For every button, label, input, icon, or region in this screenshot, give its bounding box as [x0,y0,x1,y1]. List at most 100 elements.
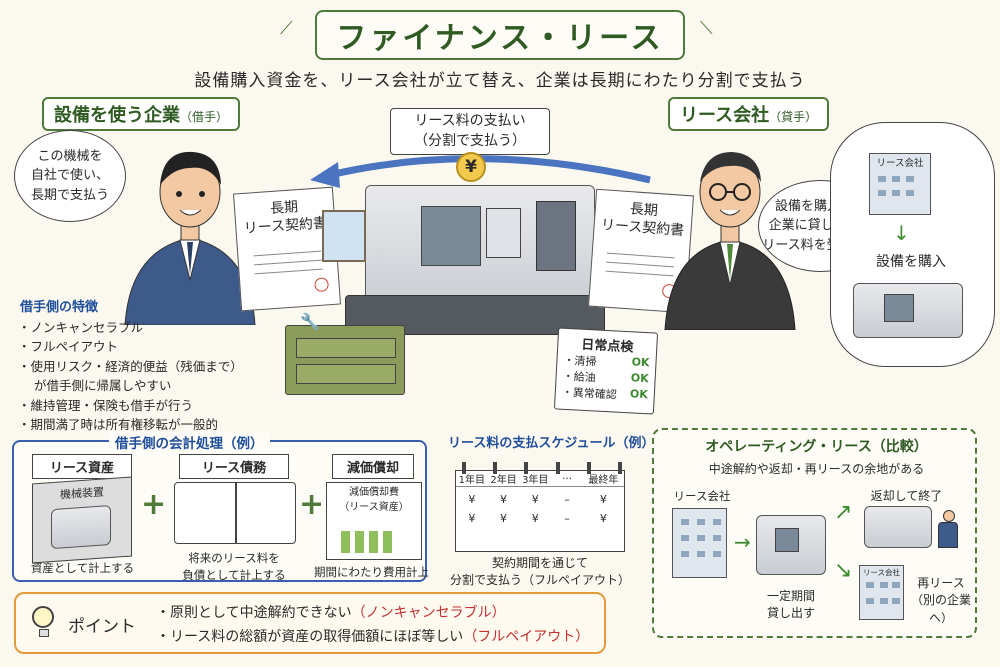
schedule-caption-line: 契約期間を通じて [491,556,588,570]
liability-caption-line: 負債として計上する [182,567,286,582]
point-line-text: リース料の総額が資産の取得価額にほぼ等しい [170,629,464,645]
checklist-item-status: OK [630,371,649,386]
lessor-header-note: （貸手） [769,110,818,124]
operating-machine-illustration [756,515,826,575]
operating-title: オペレーティング・リース（比較） [705,439,928,455]
schedule-yen: ¥ [500,493,508,506]
operating-company-label: リース会社 [673,489,731,503]
page-subtitle: 設備購入資金を、リース会社が立て替え、企業は長期にわたり分割で支払う [194,71,806,91]
seal-stamp-icon [314,277,330,293]
operating-lend-line: 貸し出す [766,606,815,621]
accounting-title: 借手側の会計処理（例） [109,432,270,452]
release-company-label: リース会社 [862,568,901,577]
window-illustration [322,210,366,262]
checklist-item-name: ・清掃 [563,353,597,369]
liability-caption: 将来のリース料を 負債として計上する [164,550,304,583]
plus-icon: + [141,487,167,522]
lessee-doc-title: 長期 [269,199,299,218]
operating-subtitle: 中途解約や返却・再リースの余地がある [708,462,925,476]
depreciation-chart-title: 減価償却費 [349,487,399,498]
payment-arrow [310,155,651,188]
machine-body [365,185,595,315]
schedule-yen: ¥ [599,493,607,506]
schedule-yen: ¥ [599,512,607,525]
lessor-person-illustration [664,152,796,330]
lessor-thought-cloud: リース会社 ↓ 設備を購入 [830,122,995,367]
schedule-col: 3年目 [522,475,549,486]
trait-item: フルペイアウト [18,337,288,356]
leasing-company-building [869,153,931,215]
schedule-col: 1年目 [458,475,486,486]
schedule-header-row: 1年目 2年目 3年目 … 最終年 [456,471,624,487]
traits-title: 借手側の特徴 [20,300,99,315]
trait-item-continuation: が借手側に帰属しやすい [34,378,172,394]
lessee-person-illustration [124,151,256,325]
schedule-row: ¥ ¥ ¥ – ¥ [456,512,624,525]
wrench-icon: 🔧 [300,312,320,331]
checklist-item-name: ・異常確認 [561,385,618,402]
schedule-yen: ¥ [531,512,539,525]
schedule-col: 最終年 [588,475,619,486]
schedule-row: ¥ ¥ ¥ – ¥ [456,493,624,506]
operating-lend-line: 一定期間 [766,589,815,603]
lessor-doc-title: 長期 [629,201,659,220]
schedule-yen: ¥ [468,493,476,506]
title-sparkle-right: ⟍ [700,18,713,39]
schedule-title: リース料の支払スケジュール（例） [448,436,655,451]
liability-label: リース債務 [179,454,289,479]
schedule-calendar: 1年目 2年目 3年目 … 最終年 ¥ ¥ ¥ – ¥ ¥ ¥ ¥ – ¥ [455,470,625,552]
trait-item: 使用リスク・経済的便益（残価まで） [18,357,288,376]
lessee-speech-bubble: この機械を 自社で使い、 長期で支払う [14,130,126,222]
operating-lend-label: 一定期間 貸し出す [746,588,836,623]
asset-book-title: 機械装置 [60,485,104,502]
down-arrow-icon: ↓ [893,221,910,245]
cloud-machine-illustration [853,283,963,338]
branch-arrow-up-icon: ↗ [834,500,853,525]
yen-coin-icon: ¥ [456,152,486,182]
schedule-col: 2年目 [490,475,517,486]
right-arrow-icon: → [734,530,751,554]
operating-company-building [672,508,727,578]
liability-caption-line: 将来のリース料を [188,551,280,565]
point-line-highlight: （フルペイアウト） [463,629,590,645]
schedule-yen: ¥ [468,512,476,525]
payment-label-line: （分割で支払う） [414,132,526,149]
payment-label-line: リース料の支払い [414,113,526,129]
cloud-action-label: 設備を購入 [876,254,946,270]
operating-return-label: 返却して終了 [870,489,943,503]
checklist-item-status: OK [631,355,650,370]
operating-release-line: 再リース [917,576,965,590]
schedule-caption: 契約期間を通じて 分割で支払う（フルペイアウト） [440,555,640,590]
operating-lease-panel: オペレーティング・リース（比較） 中途解約や返却・再リースの余地がある リース会… [652,428,977,638]
worker-icon [938,510,960,550]
point-line: ・原則として中途解約できない（ノンキャンセラブル） [156,605,506,621]
schedule-yen: ¥ [500,512,508,525]
returned-machine-illustration [864,506,932,548]
page-title: ファイナンス・リース [315,10,685,60]
lessor-header-text: リース会社 [680,105,770,126]
trait-item: ノンキャンセラブル [18,318,288,337]
asset-book-illustration: 機械装置 [32,476,132,564]
trait-item: 維持管理・保険も借手が行う [18,396,288,415]
lessee-bubble-line: 自社で使い、 [30,168,109,184]
workbench-illustration [285,325,405,395]
lessee-header-note: （借手） [180,110,229,124]
cnc-machine-illustration [345,185,605,345]
checklist-item-name: ・給油 [562,369,596,385]
trait-item: 期間満了時は所有権移転が一般的 [18,415,288,434]
depreciation-chart-card: 減価償却費 （リース資産） [326,482,422,560]
operating-release-label: 再リース （別の企業へ） [906,575,976,627]
cloud-building-label: リース会社 [876,158,924,169]
lessor-header: リース会社（貸手） [668,97,830,131]
depreciation-label: 減価償却 [332,454,414,479]
traits-list: ノンキャンセラブル フルペイアウト 使用リスク・経済的便益（残価まで） が借手側… [18,318,288,434]
point-panel: ポイント ・原則として中途解約できない（ノンキャンセラブル） ・リース料の総額が… [14,592,606,654]
calendar-rings [462,462,622,474]
accounting-panel: 借手側の会計処理（例） リース資産 機械装置 資産として計上する + リース債務… [12,432,429,583]
release-company-building [859,565,904,620]
depreciation-chart-title: （リース資産） [339,501,409,513]
asset-caption: 資産として計上する [30,561,135,575]
point-label: ポイント [68,617,136,637]
